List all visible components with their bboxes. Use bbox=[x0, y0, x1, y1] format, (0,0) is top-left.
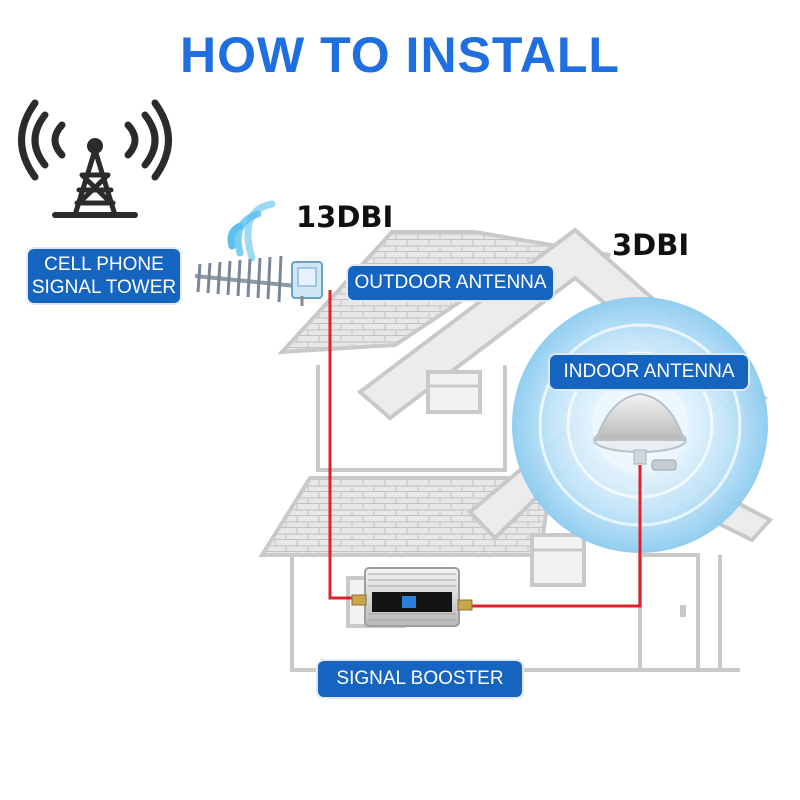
upper-window bbox=[426, 370, 482, 414]
indoor-gain-label: 3DBI bbox=[612, 228, 690, 262]
outdoor-cable bbox=[328, 290, 352, 600]
ceiling-antenna-icon bbox=[593, 392, 687, 471]
tower-label-line-1: CELL PHONE bbox=[44, 254, 164, 275]
wifi-waves-icon bbox=[227, 200, 276, 262]
signal-booster-label: SIGNAL BOOSTER bbox=[318, 661, 522, 697]
outdoor-antenna-label: OUTDOOR ANTENNA bbox=[348, 266, 553, 300]
signal-tower-icon bbox=[18, 99, 172, 218]
outdoor-gain-label: 13DBI bbox=[296, 200, 394, 234]
yagi-antenna-icon bbox=[194, 255, 323, 306]
indoor-cable bbox=[470, 465, 642, 608]
coax-cables bbox=[328, 290, 642, 608]
lower-window-right bbox=[530, 533, 586, 587]
signal-booster-icon bbox=[351, 567, 473, 627]
tower-label: CELL PHONE SIGNAL TOWER bbox=[28, 249, 180, 303]
indoor-antenna-label: INDOOR ANTENNA bbox=[550, 355, 748, 389]
house-door bbox=[638, 553, 700, 672]
page-title: HOW TO INSTALL bbox=[180, 27, 620, 83]
tower-label-line-2: SIGNAL TOWER bbox=[31, 277, 177, 298]
